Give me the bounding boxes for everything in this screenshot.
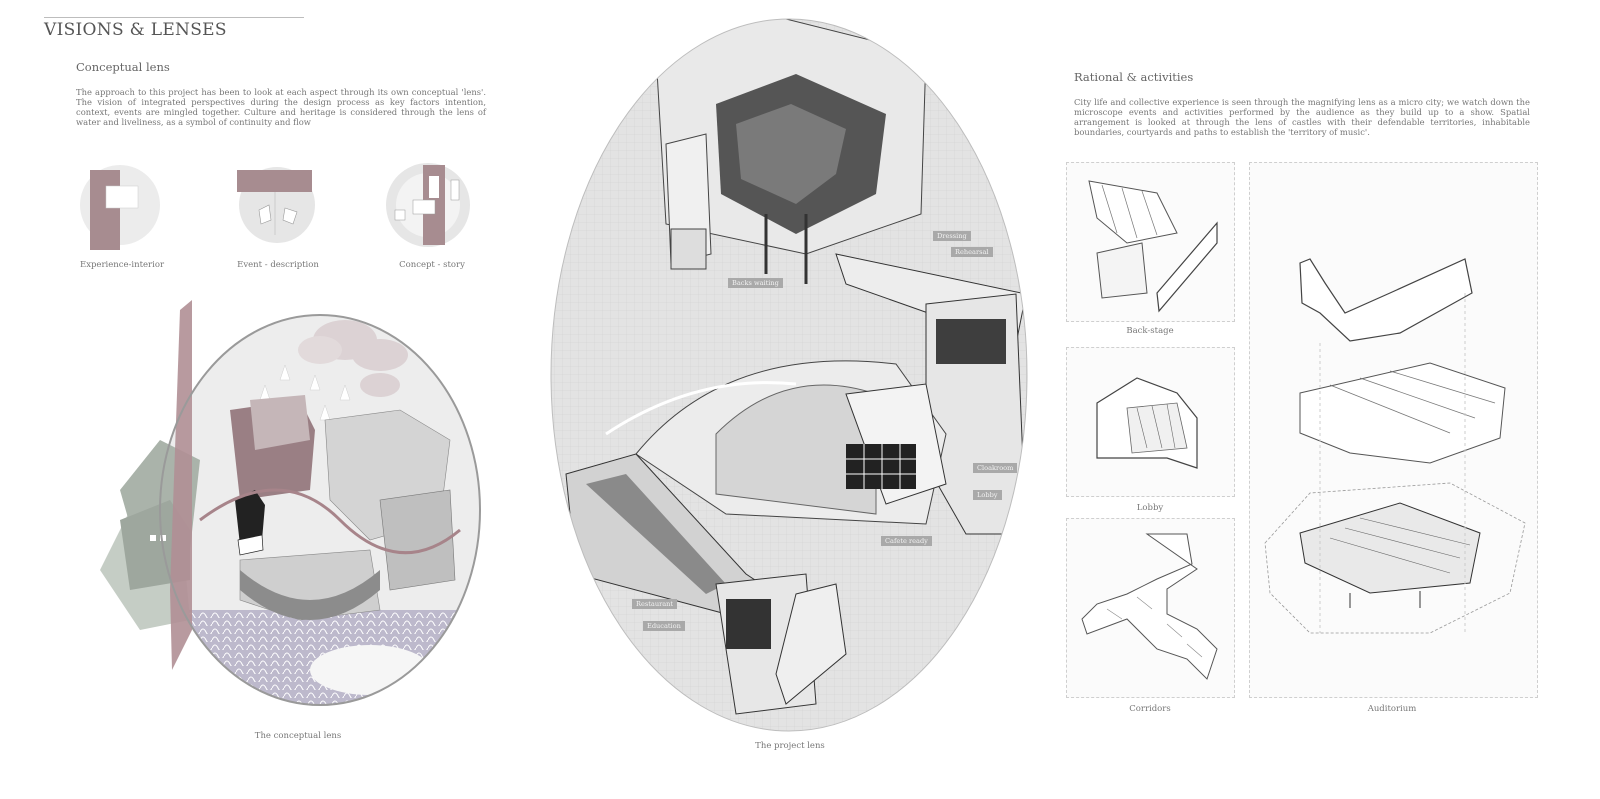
panel-auditorium (1249, 162, 1538, 698)
conceptual-lens-paragraph: The approach to this project has been to… (76, 87, 486, 127)
auditorium-drawing (1264, 258, 1526, 634)
conceptual-lens-illustration (100, 300, 481, 706)
panel-caption-corridors: Corridors (1129, 704, 1171, 714)
conceptual-lens-caption: The conceptual lens (254, 731, 342, 741)
panel-caption-back-stage: Back-stage (1126, 326, 1174, 336)
lobby-drawing (1096, 377, 1198, 469)
label-restaurant: Restaurant (632, 599, 678, 609)
experience-interior-icon (80, 165, 160, 250)
label-cloakroom: Cloakroom (973, 463, 1018, 473)
conceptual-lens-heading: Conceptual lens (76, 60, 170, 74)
panel-back-stage (1066, 162, 1235, 322)
concept-story-icon (386, 163, 470, 247)
icon-caption-experience: Experience-interior (79, 260, 165, 270)
rational-activities-heading: Rational & activities (1074, 70, 1194, 84)
page-title: VISIONS & LENSES (44, 20, 227, 40)
label-cafe: Cafete ready (881, 536, 932, 546)
event-description-icon (237, 167, 315, 243)
label-dressing: Dressing (933, 231, 971, 241)
panel-caption-auditorium: Auditorium (1367, 704, 1417, 714)
corridors-drawing (1081, 533, 1218, 680)
back-stage-drawing (1088, 180, 1218, 313)
label-lobby: Lobby (973, 490, 1002, 500)
title-rule (44, 17, 304, 18)
label-rehearsal: Rehearsal (951, 247, 993, 257)
icon-caption-event: Event - description (237, 260, 319, 270)
label-backs-waiting: Backs waiting (728, 278, 783, 288)
panel-corridors (1066, 518, 1235, 698)
icon-caption-concept: Concept - story (399, 260, 465, 270)
rational-activities-paragraph: City life and collective experience is s… (1074, 97, 1530, 137)
label-education: Education (643, 621, 685, 631)
panel-caption-lobby: Lobby (1136, 503, 1164, 513)
project-lens-caption: The project lens (755, 741, 825, 751)
lens-icons-row (80, 163, 470, 250)
panel-lobby (1066, 347, 1235, 497)
project-lens-illustration (550, 18, 1028, 732)
